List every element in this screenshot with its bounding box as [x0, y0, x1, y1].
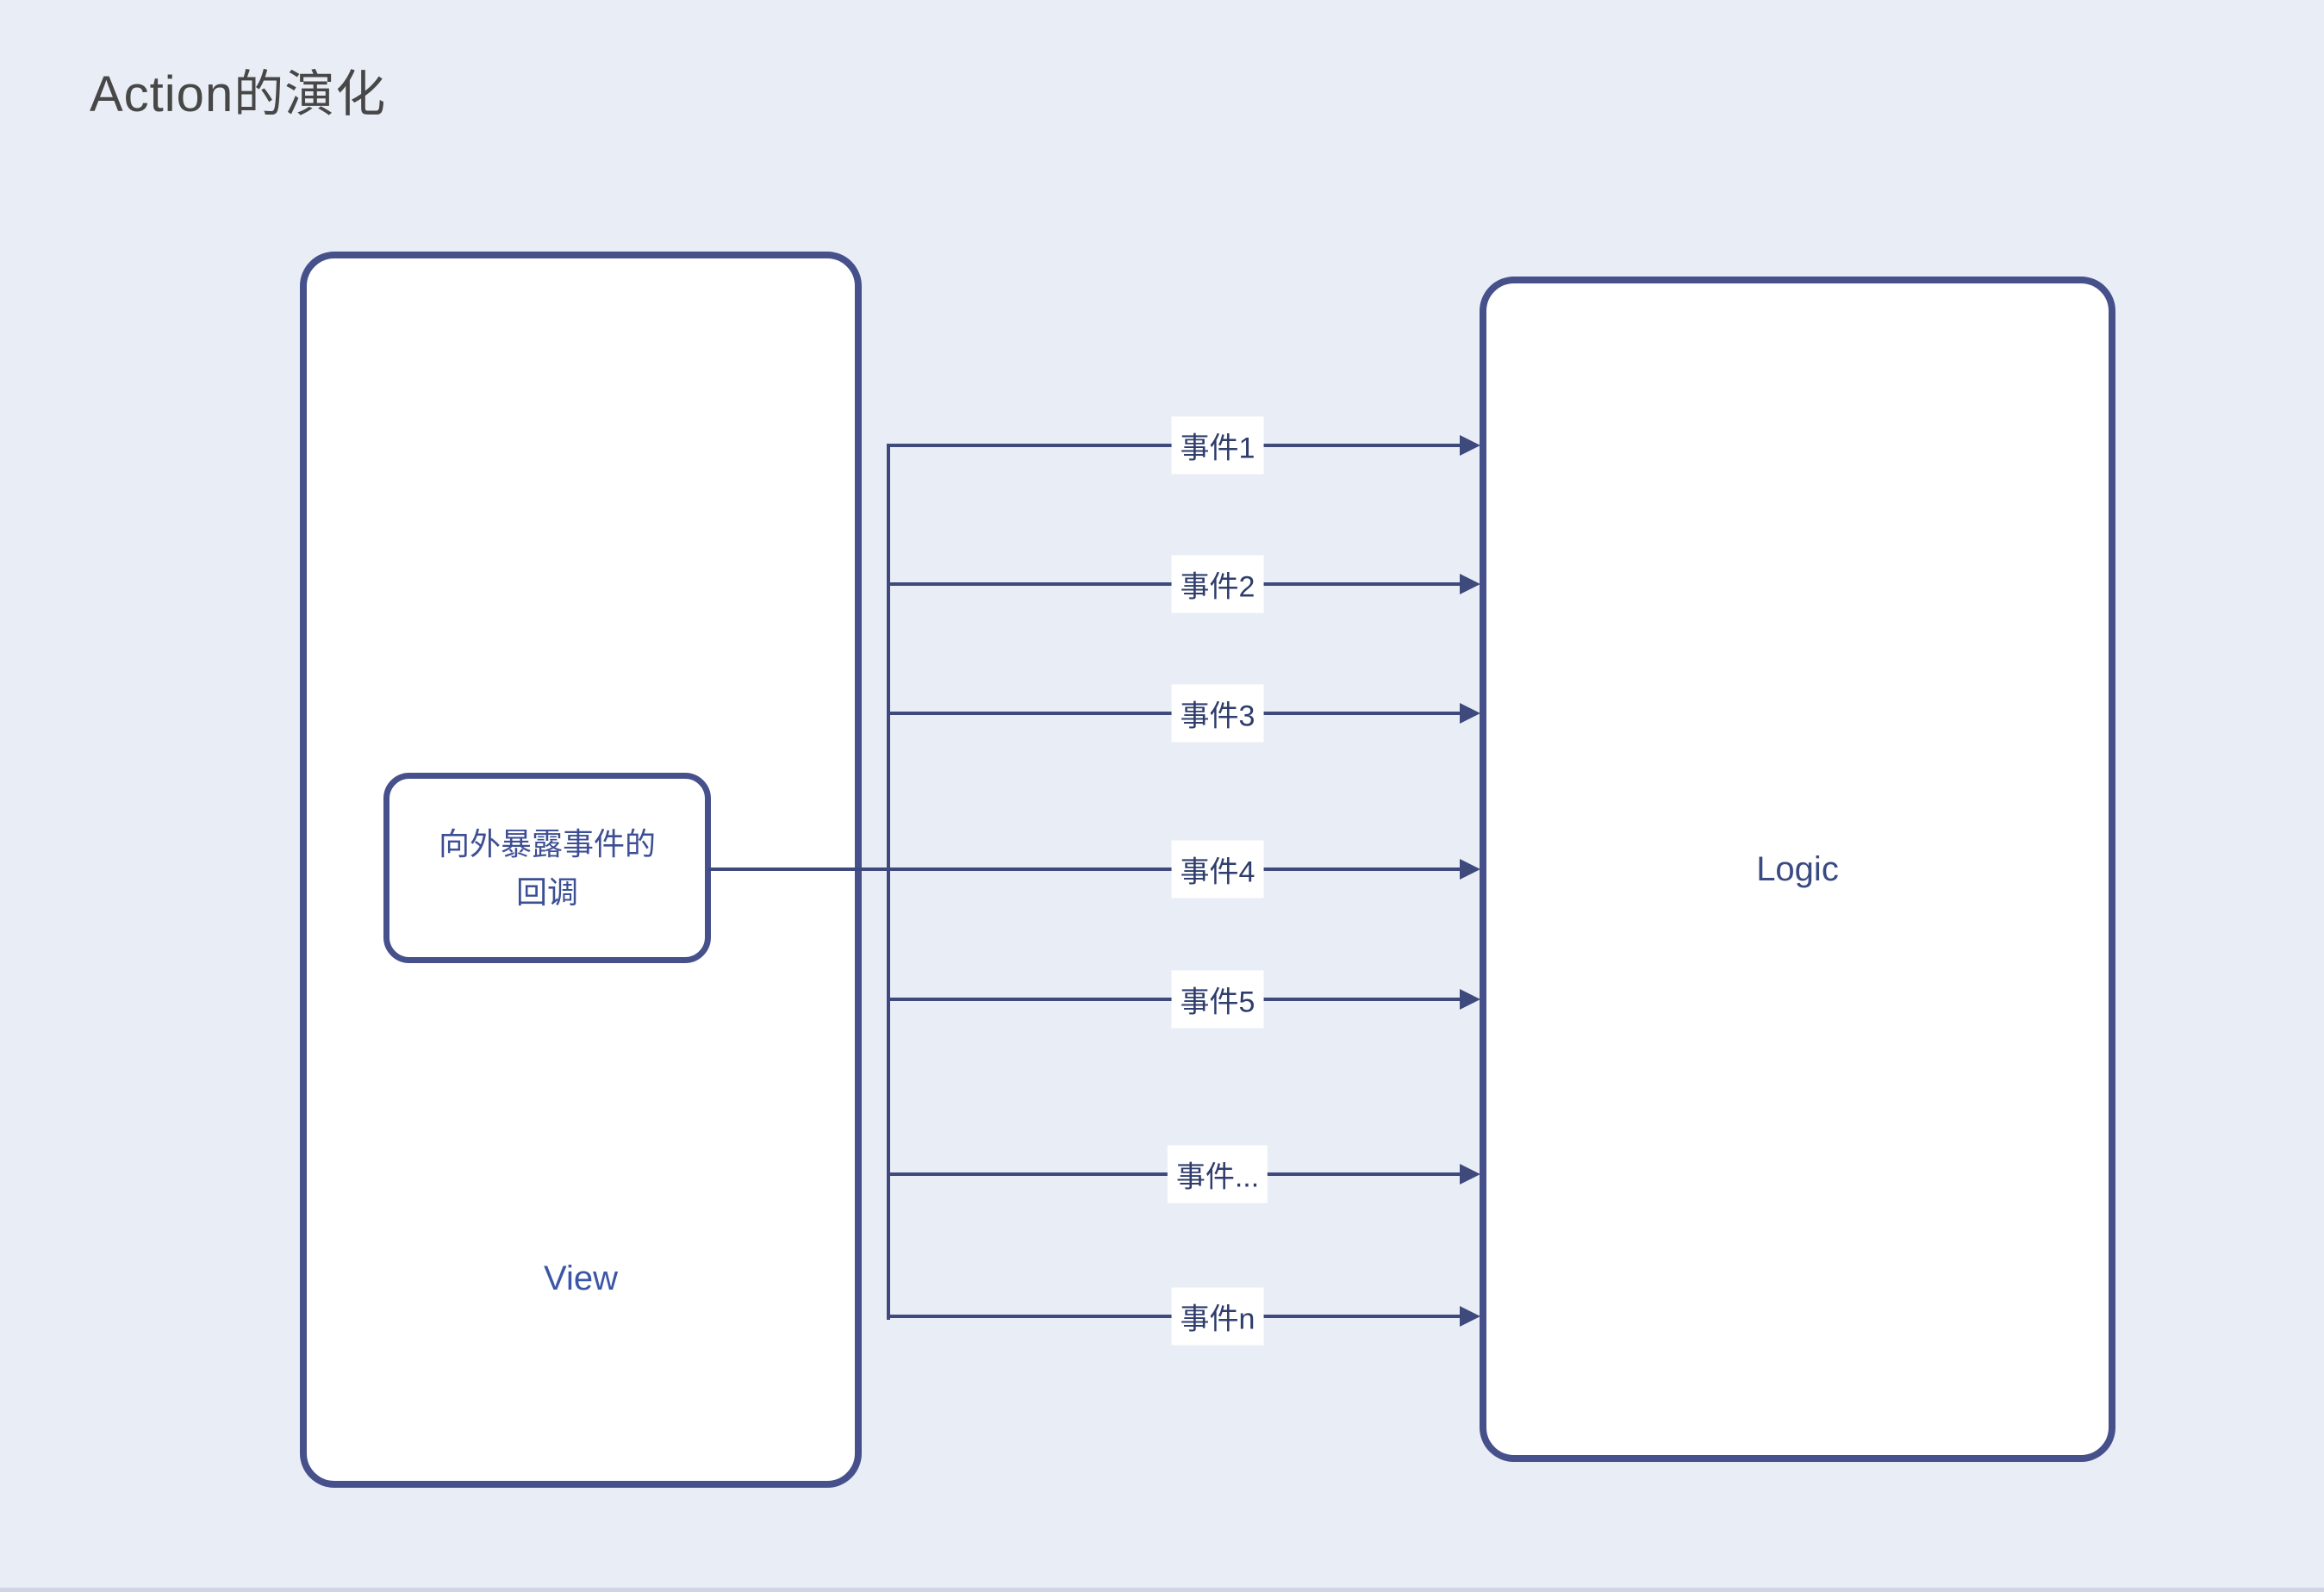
callback-connector-line	[708, 868, 888, 871]
arrowhead-icon	[1460, 574, 1480, 594]
canvas-bottom-edge	[0, 1588, 2324, 1592]
event-label: 事件5	[1171, 970, 1264, 1029]
event-label: 事件4	[1171, 840, 1264, 899]
event-row-1: 事件1	[887, 416, 1480, 475]
event-label: 事件...	[1167, 1145, 1268, 1203]
callback-box-label-line2: 回调	[515, 874, 578, 910]
arrowhead-icon	[1460, 435, 1480, 456]
arrowhead-icon	[1460, 1164, 1480, 1185]
event-row-2: 事件2	[887, 555, 1480, 613]
event-label: 事件3	[1171, 684, 1264, 743]
event-row-3: 事件3	[887, 684, 1480, 743]
event-trunk-line	[887, 444, 890, 1320]
arrowhead-icon	[1460, 1306, 1480, 1327]
event-row-4: 事件4	[887, 840, 1480, 899]
event-label: 事件1	[1171, 416, 1264, 475]
event-label: 事件n	[1171, 1287, 1264, 1346]
arrowhead-icon	[1460, 989, 1480, 1010]
event-row-6: 事件...	[887, 1145, 1480, 1203]
view-box-label: View	[544, 1259, 618, 1297]
logic-box-label: Logic	[1756, 849, 1839, 888]
arrowhead-icon	[1460, 859, 1480, 880]
page-title: Action的演化	[90, 66, 387, 122]
event-row-5: 事件5	[887, 970, 1480, 1029]
logic-box: Logic	[1480, 277, 2115, 1462]
callback-box: 向外暴露事件的 回调	[383, 773, 711, 963]
event-row-7: 事件n	[887, 1287, 1480, 1346]
event-label: 事件2	[1171, 555, 1264, 613]
callback-box-label-line1: 向外暴露事件的	[438, 825, 656, 861]
arrowhead-icon	[1460, 703, 1480, 724]
